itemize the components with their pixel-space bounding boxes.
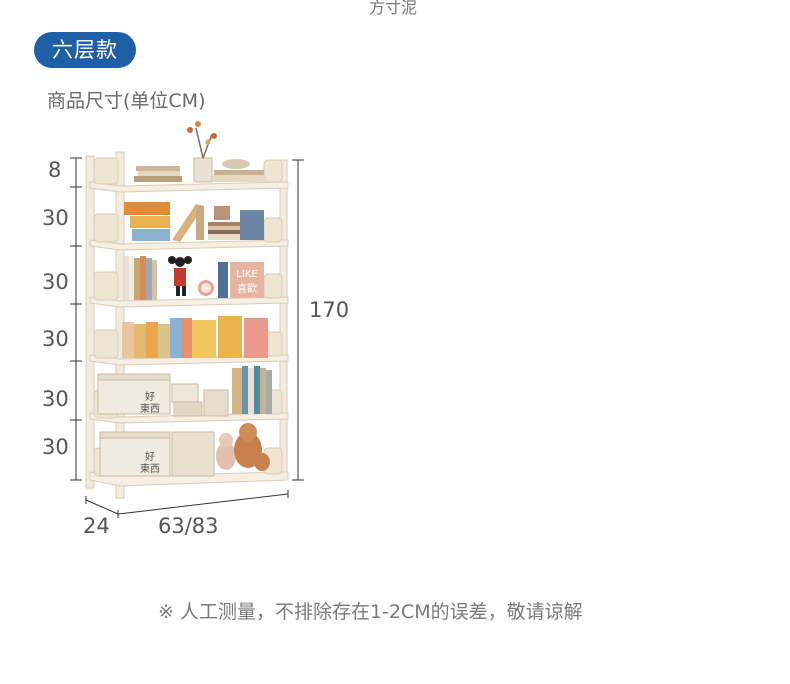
dim-tier-1: 30 xyxy=(42,206,69,230)
dim-tier-4: 30 xyxy=(42,387,69,411)
dim-top-gap: 8 xyxy=(48,158,62,182)
svg-text:東西: 東西 xyxy=(140,402,160,415)
base-dimension-lines xyxy=(85,490,289,518)
tier-5-items: 好 東西 xyxy=(99,423,270,477)
dimension-title: 商品尺寸(单位CM) xyxy=(47,90,206,112)
svg-text:好: 好 xyxy=(145,451,155,463)
tier-badge: 六层款 xyxy=(34,32,136,68)
left-dimension-lines xyxy=(70,157,82,481)
watermark-text: 方寸泥 xyxy=(369,0,418,17)
total-height-line xyxy=(292,159,304,481)
bookshelf: LIKE 喜歡 好 東西 xyxy=(85,121,289,499)
dim-tier-5: 30 xyxy=(42,435,69,459)
dim-width: 63/83 xyxy=(158,514,219,538)
measurement-disclaimer: ※ 人工测量，不排除存在1-2CM的误差，敬请谅解 xyxy=(158,601,583,623)
svg-text:東西: 東西 xyxy=(140,462,160,475)
svg-text:喜歡: 喜歡 xyxy=(237,282,257,295)
dim-tier-2: 30 xyxy=(42,270,69,294)
tier-1-items xyxy=(124,202,264,242)
tier-3-items xyxy=(122,316,268,358)
dim-total-height: 170 xyxy=(309,298,350,322)
dim-tier-3: 30 xyxy=(42,327,69,351)
top-decor xyxy=(134,121,266,183)
storage-box-label: 好 xyxy=(145,391,155,403)
like-book-label: LIKE xyxy=(236,269,257,280)
dim-depth: 24 xyxy=(83,514,110,538)
tier-2-items: LIKE 喜歡 xyxy=(124,256,264,300)
tier-4-items: 好 東西 xyxy=(97,366,272,417)
